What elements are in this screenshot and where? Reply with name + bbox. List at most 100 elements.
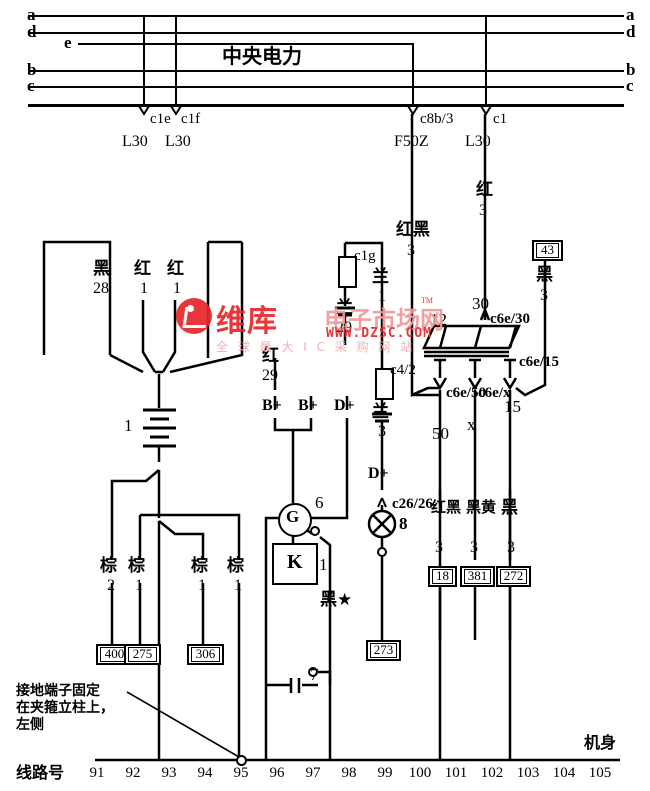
bus-label-right-b: b bbox=[626, 60, 636, 79]
bus-line-main bbox=[28, 104, 624, 107]
watermark-brand: 维库 bbox=[216, 304, 278, 339]
wire-color-red-1b: 红 bbox=[167, 259, 184, 279]
bus-drop-c1 bbox=[485, 16, 487, 106]
component-label-ignition-switch: 12 bbox=[430, 310, 447, 329]
terminal-label-x: x bbox=[467, 415, 476, 434]
fuse-c1g bbox=[338, 256, 357, 288]
generator-letter: G bbox=[286, 507, 300, 526]
wire-color-black-272: 黑 bbox=[501, 498, 518, 518]
wire-color-brown-2: 棕 bbox=[100, 556, 117, 576]
line-number-102: 102 bbox=[480, 765, 504, 781]
generator-symbol bbox=[278, 503, 312, 537]
line-number-92: 92 bbox=[125, 765, 141, 781]
connector-label-c8b3: c8b/3 bbox=[420, 111, 454, 127]
connector-label-c6e-x: c6e/x bbox=[478, 385, 511, 401]
signal-label-l30-c1: L30 bbox=[465, 133, 491, 150]
terminal-box-381: 381 bbox=[460, 566, 495, 587]
connector-label-c26-26: c26/26 bbox=[392, 496, 433, 512]
terminal-box-273: 273 bbox=[366, 640, 401, 661]
bus-line-c bbox=[28, 86, 624, 88]
bus-label-right-d: d bbox=[626, 22, 636, 41]
ground-note: 接地端子固定 在夹箍立柱上， 左侧 bbox=[16, 683, 114, 734]
line-number-103: 103 bbox=[516, 765, 540, 781]
line-number-93: 93 bbox=[161, 765, 177, 781]
ground-note-line-1: 接地端子固定 bbox=[16, 683, 100, 699]
bus-label-left-e: e bbox=[64, 33, 72, 52]
watermark-logo-icon bbox=[176, 298, 212, 334]
wire-label-black-star: 黑★ bbox=[320, 590, 353, 610]
bus-line-a bbox=[28, 15, 624, 17]
wire-color-blue-29: 兰 bbox=[336, 298, 353, 318]
wire-color-red-29: 红 bbox=[262, 346, 279, 366]
wire-color-red-3: 红 bbox=[476, 180, 493, 200]
wire-color-blackyellow-381: 黑黄 bbox=[466, 498, 497, 516]
wire-color-red-1a: 红 bbox=[134, 259, 151, 279]
bus-label-left-a: a bbox=[27, 5, 36, 24]
wire-color-blue-3: 兰 bbox=[372, 402, 389, 422]
line-number-104: 104 bbox=[552, 765, 576, 781]
connector-label-c6e-50: c6e/50 bbox=[446, 385, 486, 401]
signal-label-f50z: F50Z bbox=[394, 133, 429, 150]
terminal-box-43-label: 43 bbox=[541, 242, 554, 257]
ground-point-marker bbox=[236, 755, 247, 766]
watermark-url: WWW.DZSC.COM bbox=[326, 326, 432, 341]
bus-line-b bbox=[28, 70, 624, 72]
terminal-box-272: 272 bbox=[496, 566, 531, 587]
component-label-battery: 1 bbox=[124, 416, 133, 435]
watermark: 维库 TM 电子市场网 WWW.DZSC.COM 全 球 最 大 I C 采 购… bbox=[176, 294, 466, 354]
line-number-95: 95 bbox=[233, 765, 249, 781]
terminal-box-273-label: 273 bbox=[373, 642, 394, 657]
wire-size-black-28: 28 bbox=[93, 280, 109, 297]
terminal-box-18: 18 bbox=[428, 566, 457, 587]
bus-line-e bbox=[78, 43, 413, 45]
signal-label-l30-c1f: L30 bbox=[165, 133, 191, 150]
wire-size-redblack-18: 3 bbox=[435, 539, 443, 556]
component-label-switch7: 7 bbox=[310, 665, 319, 684]
footer-line-label: 线路号 bbox=[16, 763, 65, 782]
line-number-105: 105 bbox=[588, 765, 612, 781]
line-number-101: 101 bbox=[444, 765, 468, 781]
terminal-box-381-label: 381 bbox=[467, 568, 488, 583]
terminal-box-306-label: 306 bbox=[195, 646, 216, 661]
bus-drop-c8b3 bbox=[412, 43, 414, 106]
wire-size-black-272: 3 bbox=[507, 539, 515, 556]
wire-size-blue-29: 29 bbox=[336, 319, 352, 336]
wire-size-blue-3: 3 bbox=[378, 423, 386, 440]
ground-note-line-3: 左侧 bbox=[16, 717, 44, 733]
bus-label-right-c: c bbox=[626, 76, 634, 95]
wire-size-blue-1: 1 bbox=[378, 288, 386, 305]
bus-drop-c1e bbox=[143, 16, 145, 106]
line-number-96: 96 bbox=[269, 765, 285, 781]
terminal-label-50: 50 bbox=[432, 424, 449, 443]
wire-size-brown-1a: 1 bbox=[135, 577, 143, 594]
terminal-box-275: 275 bbox=[124, 644, 161, 665]
wire-color-black-3-43: 黑 bbox=[536, 265, 553, 285]
wire-color-brown-1c: 棕 bbox=[227, 556, 244, 576]
wire-size-black-3-43: 3 bbox=[540, 287, 548, 304]
wire-color-redblack-18: 红黑 bbox=[431, 498, 462, 516]
connector-label-c1g: c1g bbox=[354, 248, 376, 264]
wire-size-brown-1c: 1 bbox=[234, 577, 242, 594]
wire-size-red-3: 3 bbox=[479, 202, 487, 219]
fuse-c4-2 bbox=[375, 368, 394, 400]
connector-label-c6e-30: c6e/30 bbox=[490, 311, 530, 327]
wire-size-brown-2: 2 bbox=[107, 577, 115, 594]
watermark-sub: 电子市场网 bbox=[324, 306, 444, 334]
terminal-label-30: 30 bbox=[472, 294, 489, 313]
bus-label-left-d: d bbox=[27, 22, 37, 41]
terminal-box-272-label: 272 bbox=[503, 568, 524, 583]
regulator-symbol bbox=[272, 543, 318, 585]
wire-size-brown-1b: 1 bbox=[198, 577, 206, 594]
regulator-letter: K bbox=[287, 551, 303, 573]
terminal-label-15: 15 bbox=[504, 397, 521, 416]
wire-size-red-1b: 1 bbox=[173, 280, 181, 297]
wire-size-red-1a: 1 bbox=[140, 280, 148, 297]
footer-body-label: 机身 bbox=[584, 733, 617, 752]
watermark-slogan: 全 球 最 大 I C 采 购 网 站 bbox=[216, 340, 416, 354]
line-number-97: 97 bbox=[305, 765, 321, 781]
line-number-91: 91 bbox=[89, 765, 105, 781]
component-label-generator-num: 6 bbox=[315, 493, 324, 512]
terminal-box-400-label: 400 bbox=[104, 646, 125, 661]
terminal-box-275-label: 275 bbox=[132, 646, 153, 661]
